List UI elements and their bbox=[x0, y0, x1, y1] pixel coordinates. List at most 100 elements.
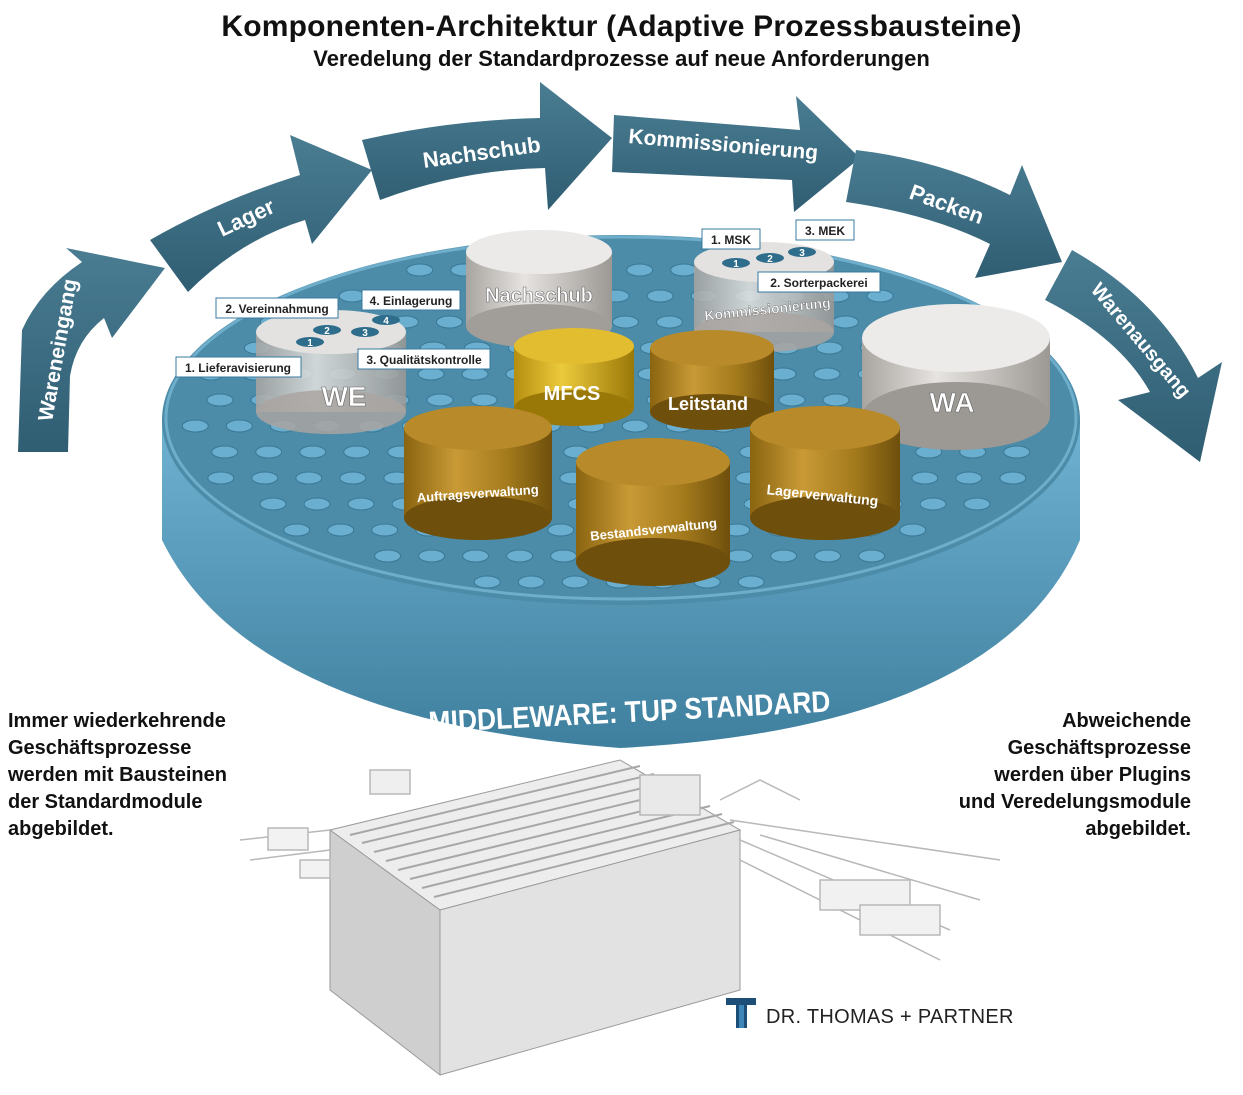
kom-step-mek: 3. MEK bbox=[805, 224, 845, 238]
platform-stud bbox=[461, 367, 489, 381]
platform-stud bbox=[255, 445, 283, 459]
platform-stud bbox=[470, 393, 498, 407]
warehouse-illustration bbox=[239, 759, 1001, 1077]
platform-stud bbox=[919, 497, 947, 511]
process-arrow-nachschub bbox=[362, 82, 612, 210]
diagram-title: Komponenten-Architektur (Adaptive Prozes… bbox=[221, 10, 1022, 43]
platform-stud bbox=[550, 549, 578, 563]
we-step-vereinnahmung: 2. Vereinnahmung bbox=[225, 302, 328, 316]
process-arrow-kommissionierung bbox=[612, 96, 860, 212]
platform-stud bbox=[283, 523, 311, 537]
module-label-we: WE bbox=[321, 381, 366, 412]
note-left-line: werden mit Bausteinen bbox=[8, 764, 227, 786]
platform-stud bbox=[417, 367, 445, 381]
module-label-mfcs: MFCS bbox=[544, 383, 601, 405]
process-arrow-lager bbox=[150, 135, 372, 292]
platform-stud bbox=[371, 523, 399, 537]
platform-stud bbox=[561, 575, 589, 589]
platform-stud bbox=[207, 471, 235, 485]
platform-stud bbox=[831, 315, 859, 329]
platform-stud bbox=[259, 497, 287, 511]
platform-stud bbox=[955, 471, 983, 485]
note-standard-modules: Immer wiederkehrende Geschäftsprozesse w… bbox=[8, 708, 288, 843]
platform-stud bbox=[911, 471, 939, 485]
note-plugin-modules: Abweichende Geschäftsprozesse werden übe… bbox=[891, 708, 1191, 843]
platform-stud bbox=[347, 497, 375, 511]
platform-stud bbox=[815, 341, 843, 355]
diagram-subtitle: Veredelung der Standardprozesse auf neue… bbox=[313, 46, 930, 71]
we-step-number-3: 3 bbox=[362, 328, 368, 339]
module-label-wa: WA bbox=[929, 387, 974, 418]
platform-stud bbox=[338, 289, 366, 303]
platform-stud bbox=[726, 549, 754, 563]
module-mfcs: MFCS bbox=[514, 328, 634, 426]
platform-stud bbox=[813, 367, 841, 381]
process-arrow-packen bbox=[846, 150, 1062, 278]
platform-stud bbox=[418, 549, 446, 563]
platform-stud bbox=[506, 549, 534, 563]
platform-stud bbox=[737, 575, 765, 589]
kom-step-number-2: 2 bbox=[767, 254, 773, 265]
platform-stud bbox=[251, 471, 279, 485]
note-right-line: und Veredelungsmodule bbox=[958, 791, 1191, 813]
we-step-number-1: 1 bbox=[307, 338, 313, 349]
platform-stud bbox=[206, 393, 234, 407]
platform-stud bbox=[778, 393, 806, 407]
module-auftragsverwaltung: Auftragsverwaltung bbox=[404, 406, 552, 540]
platform-stud bbox=[858, 549, 886, 563]
platform-stud bbox=[770, 549, 798, 563]
we-step-number-2: 2 bbox=[324, 326, 330, 337]
company-logo-icon bbox=[726, 998, 756, 1028]
note-right-line: abgebildet. bbox=[1085, 818, 1191, 840]
platform-stud bbox=[225, 419, 253, 433]
process-arrow-wareneingang bbox=[18, 248, 165, 452]
note-left-line: Immer wiederkehrende bbox=[8, 710, 226, 732]
platform-stud bbox=[999, 471, 1027, 485]
platform-stud bbox=[547, 523, 575, 537]
platform-stud bbox=[299, 445, 327, 459]
platform-stud bbox=[374, 549, 402, 563]
arrow-label-warenausgang: Warenausgang bbox=[1086, 279, 1195, 402]
we-step-callouts: 1. Lieferavisierung 2. Vereinnahmung 3. … bbox=[175, 289, 491, 378]
note-right-line: Geschäftsprozesse bbox=[1007, 737, 1191, 759]
platform-stud bbox=[327, 523, 355, 537]
kom-step-sorterpackerei: 2. Sorterpackerei bbox=[770, 276, 867, 290]
platform-stud bbox=[646, 289, 674, 303]
note-left-line: Geschäftsprozesse bbox=[8, 737, 192, 759]
platform-stud bbox=[339, 471, 367, 485]
module-bestandsverwaltung: Bestandsverwaltung bbox=[576, 438, 730, 586]
platform-stud bbox=[611, 315, 639, 329]
we-step-einlagerung: 4. Einlagerung bbox=[370, 294, 453, 308]
module-label-leitstand: Leitstand bbox=[668, 394, 748, 414]
platform-stud bbox=[621, 419, 649, 433]
module-label-nachschub: Nachschub bbox=[485, 285, 593, 307]
we-step-qualitaetskontrolle: 3. Qualitätskontrolle bbox=[366, 353, 482, 367]
module-kommissionierung: 1 2 3 Kommissionierung bbox=[694, 242, 834, 352]
note-right-line: Abweichende bbox=[1062, 710, 1191, 732]
platform-stud bbox=[670, 263, 698, 277]
kom-step-callouts: 1. MSK 2. Sorterpackerei 3. MEK bbox=[701, 219, 881, 293]
we-step-lieferavisierung: 1. Lieferavisierung bbox=[185, 361, 291, 375]
platform-stud bbox=[181, 419, 209, 433]
platform-stud bbox=[462, 549, 490, 563]
platform-stud bbox=[426, 393, 454, 407]
platform-stud bbox=[822, 393, 850, 407]
platform-stud bbox=[626, 263, 654, 277]
kom-step-number-3: 3 bbox=[799, 248, 805, 259]
platform-stud bbox=[899, 523, 927, 537]
platform-stud bbox=[473, 575, 501, 589]
company-name: DR. THOMAS + PARTNER bbox=[766, 1006, 1014, 1028]
platform-stud bbox=[343, 445, 371, 459]
note-left-line: abgebildet. bbox=[8, 818, 114, 840]
kom-step-number-1: 1 bbox=[733, 259, 739, 270]
module-lagerverwaltung: Lagerverwaltung bbox=[750, 406, 900, 540]
platform-stud bbox=[963, 497, 991, 511]
platform-stud bbox=[517, 575, 545, 589]
process-arrow-warenausgang bbox=[1045, 250, 1222, 462]
we-step-number-4: 4 bbox=[383, 316, 389, 327]
platform-stud bbox=[655, 315, 683, 329]
note-left-line: der Standardmodule bbox=[8, 791, 203, 813]
platform-stud bbox=[1003, 445, 1031, 459]
module-wa: WA bbox=[862, 304, 1050, 450]
